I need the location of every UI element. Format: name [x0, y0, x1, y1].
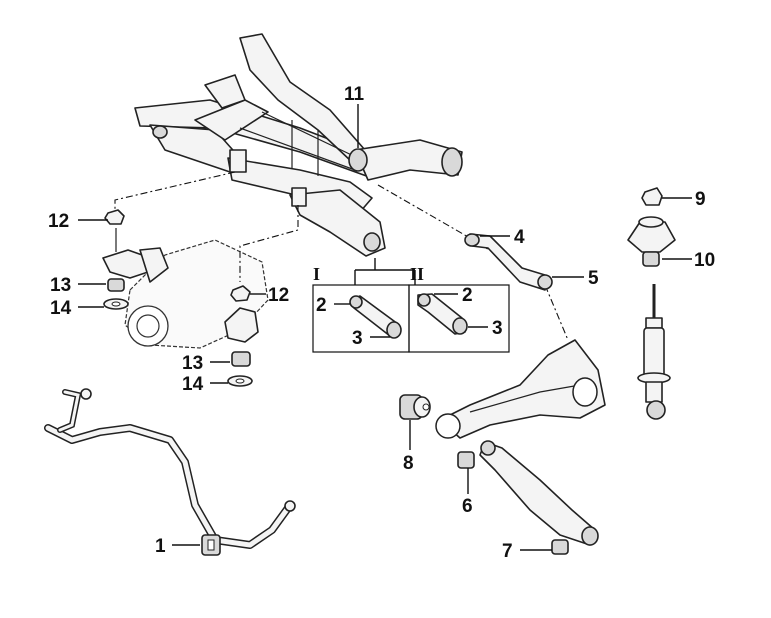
- label-5: 5: [588, 268, 599, 289]
- link-variants-box: [312, 258, 510, 353]
- label-11: 11: [344, 84, 365, 105]
- trailing-arm-bushing: [399, 394, 431, 420]
- label-2-variant-2: 2: [462, 285, 473, 306]
- diff-mount-left: [102, 171, 236, 310]
- label-1: 1: [155, 536, 166, 557]
- label-4: 4: [514, 227, 525, 248]
- variant-label-i: I: [313, 264, 320, 284]
- label-8: 8: [403, 453, 414, 474]
- label-10: 10: [694, 250, 715, 271]
- label-7: 7: [502, 541, 513, 562]
- label-2-variant-1: 2: [316, 295, 327, 316]
- part-labels: 11 12 13 14 12 13 14 1 4 5 9 10 8 6 7 2 …: [48, 84, 715, 562]
- label-6: 6: [462, 496, 473, 517]
- stabilizer-bar: [44, 388, 296, 549]
- label-9: 9: [695, 189, 706, 210]
- strut-top-mount: [627, 187, 676, 267]
- label-12-right: 12: [268, 285, 289, 306]
- label-12-left: 12: [48, 211, 69, 232]
- label-13-right: 13: [182, 353, 203, 374]
- label-14-left: 14: [50, 298, 72, 319]
- label-14-right: 14: [182, 374, 204, 395]
- leader-lines: [78, 104, 692, 551]
- label-3-variant-2: 3: [492, 318, 503, 339]
- trailing-arm: [377, 184, 606, 439]
- upper-control-arm: [464, 233, 553, 291]
- stabilizer-bushing: [201, 534, 221, 556]
- rear-subframe: [134, 33, 463, 257]
- label-3-variant-1: 3: [352, 328, 363, 349]
- label-13-left: 13: [50, 275, 71, 296]
- variant-label-ii: II: [410, 264, 424, 284]
- diff-mount-right: [224, 205, 299, 387]
- shock-absorber: [637, 284, 671, 420]
- lower-control-arm: [457, 440, 599, 555]
